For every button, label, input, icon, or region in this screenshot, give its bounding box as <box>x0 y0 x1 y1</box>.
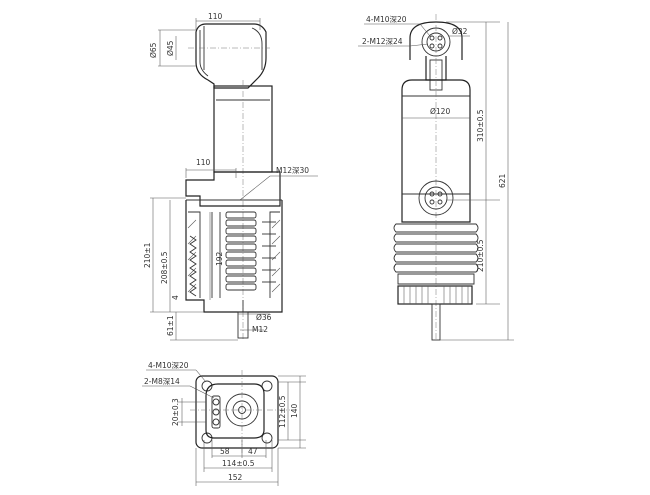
front-dim-bottom: 61±1 <box>166 315 175 336</box>
front-dim-mid-width: 110 <box>196 158 211 167</box>
bottom-dim-w-2: 47 <box>248 447 258 456</box>
bottom-dim-w-1: 58 <box>220 447 230 456</box>
front-dim-rod-dia: Ø36 <box>256 313 272 322</box>
front-dim-rod-thread: M12 <box>252 325 268 334</box>
side-dim-body-dia: Ø120 <box>430 107 450 116</box>
bottom-dim-w-3: 114±0.5 <box>222 459 255 468</box>
front-dim-height-3: 192 <box>215 251 224 266</box>
front-dim-inner-dia: Ø45 <box>166 40 175 56</box>
front-dim-top-width: 110 <box>208 12 223 21</box>
front-dim-height-1: 210±1 <box>143 242 152 268</box>
side-dim-top-dia: Ø32 <box>452 27 468 36</box>
bottom-hole-label-1: 4-M10深20 <box>148 361 189 370</box>
side-hole-label-1: 4-M10深20 <box>366 15 407 24</box>
bottom-dim-w-4: 152 <box>228 473 243 482</box>
front-view: 110 Ø65 Ø45 110 M12深30 <box>143 12 318 341</box>
side-dim-h-total: 621 <box>498 173 507 188</box>
front-dim-outer-dia: Ø65 <box>149 42 158 58</box>
bottom-dim-right-1: 112±0.5 <box>278 395 287 428</box>
front-dim-height-2: 208±0.5 <box>160 251 169 284</box>
side-dim-h-upper: 310±0.5 <box>476 109 485 142</box>
front-thread-label: M12深30 <box>276 166 309 175</box>
side-view: 4-M10深20 2-M12深24 Ø32 Ø120 <box>358 14 514 341</box>
side-hole-label-2: 2-M12深24 <box>362 37 403 46</box>
side-dim-h-lower: 210±0.5 <box>476 239 485 272</box>
bottom-dim-left: 20±0.3 <box>171 398 180 426</box>
bottom-hole-label-2: 2-M8深14 <box>144 377 180 386</box>
front-dim-small: 4 <box>171 295 180 300</box>
bottom-dim-right-2: 140 <box>290 403 299 418</box>
bottom-view: 4-M10深20 2-M8深14 20±0.3 112±0.5 140 58 4… <box>142 361 306 486</box>
